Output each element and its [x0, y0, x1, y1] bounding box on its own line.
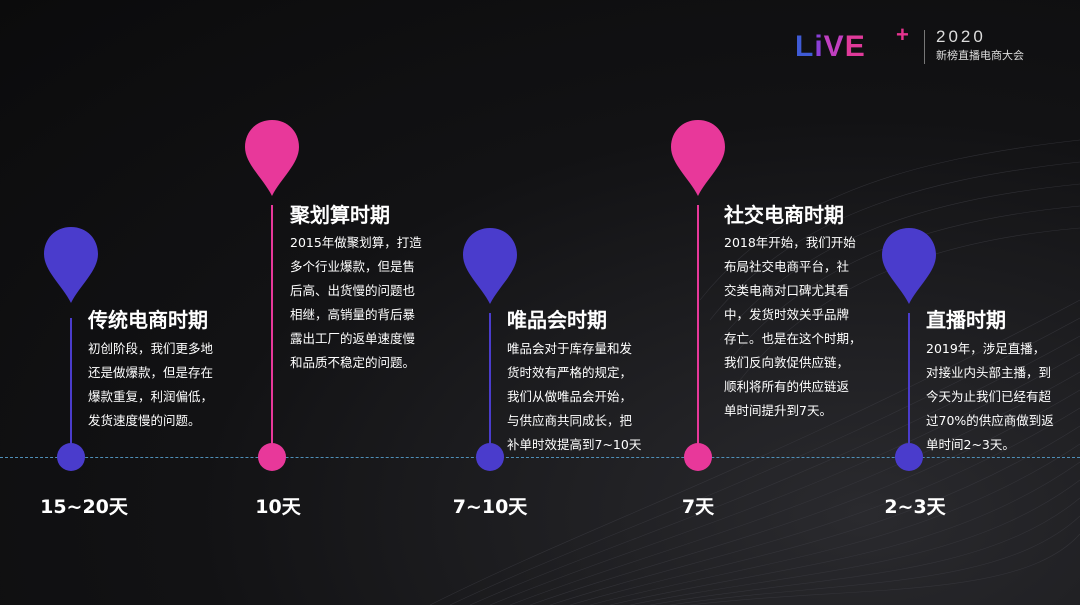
period-duration: 15~20天: [40, 496, 128, 518]
period-duration: 7~10天: [452, 496, 528, 518]
period-title: 直播时期: [926, 308, 1006, 332]
period-duration: 2~3天: [884, 496, 946, 518]
timeline-connector: [908, 313, 910, 455]
logo-year: 2020: [936, 27, 986, 46]
logo-divider: [924, 30, 925, 64]
map-pin-icon: [245, 120, 299, 196]
period-title: 传统电商时期: [88, 308, 208, 332]
timeline-dot: [57, 443, 85, 471]
period-title: 唯品会时期: [507, 308, 607, 332]
timeline-connector: [70, 318, 72, 456]
period-description: 初创阶段，我们更多地 还是做爆款，但是存在 爆款重复，利润偏低， 发货速度慢的问…: [88, 341, 214, 428]
timeline-dot: [476, 443, 504, 471]
timeline-axis: [0, 457, 1080, 458]
timeline-dot: [258, 443, 286, 471]
brand-plus: +: [896, 22, 909, 47]
map-pin-icon: [463, 228, 517, 304]
period-description: 2015年做聚划算，打造 多个行业爆款，但是售 后高、出货慢的问题也 相继，高销…: [290, 235, 422, 370]
map-pin-icon: [44, 227, 98, 303]
period-title: 聚划算时期: [290, 203, 390, 227]
timeline-dot: [684, 443, 712, 471]
timeline-connector: [271, 205, 273, 455]
map-pin-icon: [882, 228, 936, 304]
period-duration: 7天: [681, 496, 715, 518]
period-duration: 10天: [255, 496, 301, 518]
logo-subtitle: 新榜直播电商大会: [936, 49, 1024, 62]
period-description: 2019年，涉足直播， 对接业内头部主播，到 今天为止我们已经有超 过70%的供…: [926, 341, 1054, 452]
timeline-dot: [895, 443, 923, 471]
period-description: 唯品会对于库存量和发 货时效有严格的规定， 我们从做唯品会开始， 与供应商共同成…: [507, 341, 642, 452]
map-pin-icon: [671, 120, 725, 196]
timeline-connector: [697, 205, 699, 455]
event-logo: LiVE + 2020 新榜直播电商大会: [795, 22, 1055, 68]
period-title: 社交电商时期: [724, 203, 844, 227]
timeline-connector: [489, 313, 491, 455]
period-description: 2018年开始，我们开始 布局社交电商平台，社 交类电商对口碑尤其看 中，发货时…: [724, 235, 862, 418]
brand-wordmark: LiVE: [795, 30, 866, 63]
